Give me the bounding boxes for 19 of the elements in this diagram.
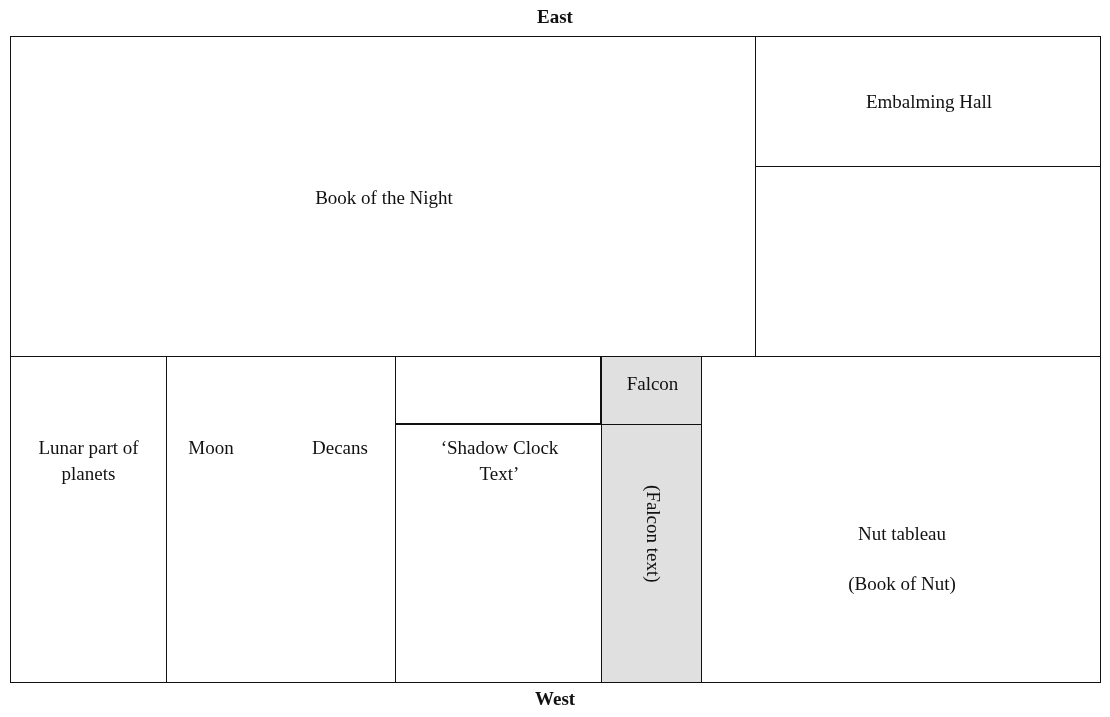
plan-section xyxy=(395,424,602,683)
section-label: (Book of Nut) xyxy=(847,572,957,596)
plan-section xyxy=(701,356,1101,683)
section-label: Nut tableau xyxy=(856,522,948,546)
section-label: Moon xyxy=(187,436,235,460)
plan-section xyxy=(755,36,1101,167)
plan-section xyxy=(10,356,167,683)
section-label: Falcon xyxy=(625,372,680,396)
section-label: ‘Shadow Clock Text’ xyxy=(439,436,560,486)
section-label: Lunar part of planets xyxy=(37,436,140,486)
direction-label: East xyxy=(537,6,573,28)
section-label: (Falcon text) xyxy=(642,485,665,583)
direction-label: West xyxy=(535,688,576,710)
plan-section xyxy=(601,356,702,425)
plan-section xyxy=(10,36,756,357)
section-label: Decans xyxy=(311,436,369,460)
section-label: Embalming Hall xyxy=(864,90,994,114)
section-label: Book of the Night xyxy=(314,186,454,210)
plan-section xyxy=(601,424,702,683)
